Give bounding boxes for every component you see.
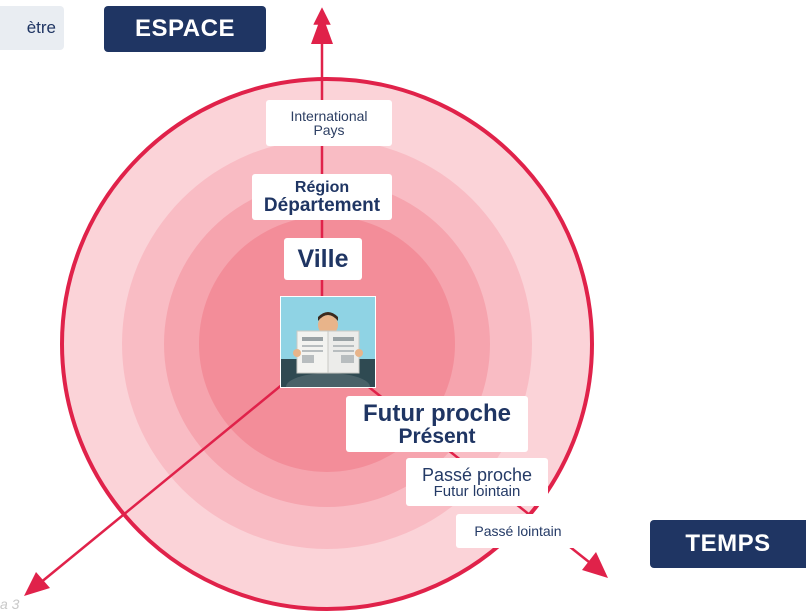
label-present: Présent	[398, 424, 476, 448]
label-passe-futur-lointain: Passé proche Futur lointain	[406, 458, 548, 506]
person-reading-newspaper-icon	[280, 296, 376, 388]
label-futur-proche: Futur proche	[363, 399, 511, 427]
left-arrowhead	[24, 572, 50, 596]
label-passe-lointain: Passé lointain	[456, 514, 580, 548]
label-international: International	[290, 108, 368, 124]
partial-left-label: ètre	[0, 6, 64, 50]
label-passe-lointain-text: Passé lointain	[474, 523, 562, 539]
label-passe-proche: Passé proche	[421, 464, 533, 485]
label-ville-text: Ville	[297, 244, 349, 273]
space-badge: ESPACE	[104, 6, 266, 52]
label-futur-present: Futur proche Présent	[346, 396, 528, 452]
label-region: Région	[294, 178, 350, 196]
time-arrowhead	[582, 552, 608, 578]
label-international-pays: International Pays	[266, 100, 392, 146]
left-axis-arrow	[33, 369, 301, 589]
time-badge: TEMPS	[650, 520, 806, 568]
label-ville: Ville	[284, 238, 362, 280]
label-futur-lointain: Futur lointain	[433, 482, 521, 500]
label-pays: Pays	[313, 122, 345, 138]
corner-partial-label: a 3	[0, 596, 20, 612]
space-arrowhead	[311, 14, 333, 44]
label-region-departement: Région Département	[252, 174, 392, 220]
label-departement: Département	[263, 194, 381, 216]
